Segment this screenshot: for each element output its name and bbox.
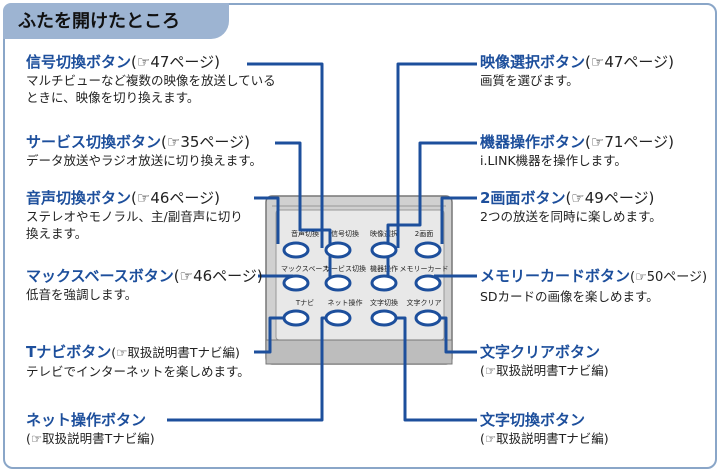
dual-screen-button: [414, 241, 442, 259]
callout-name: 機器操作: [480, 133, 541, 151]
callout-name: 文字クリア: [480, 343, 556, 361]
callout-ref: (☞46ページ): [131, 189, 220, 207]
memory-card-button: [414, 274, 442, 292]
callout-suffix: ボタン: [540, 411, 586, 429]
device-control-button: [370, 274, 398, 292]
callout-suffix: ボタン: [540, 133, 586, 151]
callout-ref: (☞46ページ): [173, 267, 263, 285]
audio-switch-button: [282, 241, 310, 259]
callout-memory-card: メモリーカードボタン(☞50ページ) SDカードの画像を楽しめます。: [480, 266, 707, 305]
remote-label-memcard: メモリーカード: [400, 265, 449, 273]
callout-desc: テレビでインターネットを楽しめます。: [26, 364, 250, 379]
callout-desc: SDカードの画像を楽しめます。: [480, 289, 659, 304]
title-tab: [3, 3, 229, 39]
callout-name: ネット操作: [26, 411, 102, 429]
callout-ref: (☞50ページ): [630, 270, 708, 285]
service-switch-button: [324, 274, 352, 292]
callout-ref: (☞47ページ): [131, 53, 220, 71]
callout-desc: (☞取扱説明書Tナビ編): [480, 363, 609, 378]
callout-desc: ステレオやモノラル、主/副音声に切り: [26, 209, 243, 224]
callout-ref: (☞71ページ): [585, 133, 674, 151]
callout-desc: マルチビューなど複数の映像を放送している: [26, 73, 276, 88]
callout-suffix: ボタン: [101, 411, 147, 429]
callout-suffix: ボタン: [86, 189, 132, 207]
remote-label-picture: 映像選択: [370, 229, 398, 238]
page-title: ふたを開けたところ: [18, 11, 180, 32]
callout-name: マックスベース: [26, 267, 129, 285]
callout-ref: (☞47ページ): [585, 53, 674, 71]
callout-name: 2画面: [480, 189, 521, 207]
remote-label-charswitch: 文字切換: [370, 298, 398, 307]
callout-suffix: ボタン: [585, 267, 631, 285]
callout-name: 映像選択: [480, 53, 541, 71]
char-clear-button: [414, 309, 442, 327]
callout-device-control: 機器操作ボタン(☞71ページ) i.LINK機器を操作します。: [480, 132, 674, 169]
remote-label-device: 機器操作: [370, 264, 398, 273]
remote-label-tnavi: Tナビ: [295, 298, 314, 307]
callout-ref: (☞35ページ): [161, 133, 250, 151]
signal-switch-button: [324, 241, 352, 259]
callout-desc: 画質を選びます。: [480, 73, 579, 88]
callout-ref: (☞取扱説明書Tナビ編): [111, 345, 240, 360]
callout-signal-switch: 信号切換ボタン(☞47ページ) マルチビューなど複数の映像を放送している ときに…: [26, 52, 276, 106]
callout-suffix: ボタン: [540, 53, 586, 71]
callout-desc: ときに、映像を切り換えます。: [26, 90, 200, 105]
callout-char-clear: 文字クリアボタン (☞取扱説明書Tナビ編): [480, 342, 609, 379]
callout-desc: 換えます。: [26, 226, 88, 241]
callout-desc: (☞取扱説明書Tナビ編): [26, 431, 155, 446]
callout-name: Tナビ: [26, 343, 67, 361]
remote-label-maxbass: マックスベース: [281, 265, 329, 273]
remote-label-net: ネット操作: [328, 298, 363, 307]
max-bass-button: [282, 274, 310, 292]
char-switch-button: [370, 309, 398, 327]
net-control-button: [324, 309, 352, 327]
remote-label-signal: 信号切換: [331, 229, 359, 238]
callout-suffix: ボタン: [520, 189, 566, 207]
callout-audio-switch: 音声切換ボタン(☞46ページ) ステレオやモノラル、主/副音声に切り 換えます。: [26, 188, 243, 242]
callout-desc: i.LINK機器を操作します。: [480, 153, 627, 168]
callout-name: サービス切換: [26, 133, 117, 151]
remote-bottom: [265, 339, 453, 365]
callout-service-switch: サービス切換ボタン(☞35ページ) データ放送やラジオ放送に切り換えます。: [26, 132, 262, 169]
callout-max-bass: マックスベースボタン(☞46ページ) 低音を強調します。: [26, 266, 263, 303]
callout-tnavi: Tナビボタン(☞取扱説明書Tナビ編) テレビでインターネットを楽しめます。: [26, 342, 250, 380]
callout-desc: 2つの放送を同時に楽しめます。: [480, 209, 662, 224]
callout-desc: 低音を強調します。: [26, 287, 138, 302]
picture-select-button: [370, 241, 398, 259]
remote-label-2screen: 2画面: [415, 230, 433, 238]
callout-suffix: ボタン: [555, 343, 601, 361]
callout-suffix: ボタン: [86, 53, 132, 71]
callout-suffix: ボタン: [116, 133, 162, 151]
remote-label-audio: 音声切換: [291, 229, 319, 238]
tnavi-button: [282, 309, 310, 327]
callout-suffix: ボタン: [66, 343, 112, 361]
callout-name: 音声切換: [26, 189, 87, 207]
callout-name: 信号切換: [26, 53, 87, 71]
remote-label-service: サービス切換: [324, 264, 366, 273]
callout-suffix: ボタン: [128, 267, 174, 285]
callout-name: メモリーカード: [480, 267, 586, 285]
callout-desc: データ放送やラジオ放送に切り換えます。: [26, 153, 263, 168]
callout-dual-screen: 2画面ボタン(☞49ページ) 2つの放送を同時に楽しめます。: [480, 188, 662, 225]
remote-label-charclear: 文字クリア: [407, 298, 442, 307]
callout-ref: (☞49ページ): [565, 189, 655, 207]
callout-net-control: ネット操作ボタン (☞取扱説明書Tナビ編): [26, 410, 155, 447]
callout-char-switch: 文字切換ボタン (☞取扱説明書Tナビ編): [480, 410, 609, 447]
callout-name: 文字切換: [480, 411, 541, 429]
callout-desc: (☞取扱説明書Tナビ編): [480, 431, 609, 446]
callout-picture-select: 映像選択ボタン(☞47ページ) 画質を選びます。: [480, 52, 674, 89]
